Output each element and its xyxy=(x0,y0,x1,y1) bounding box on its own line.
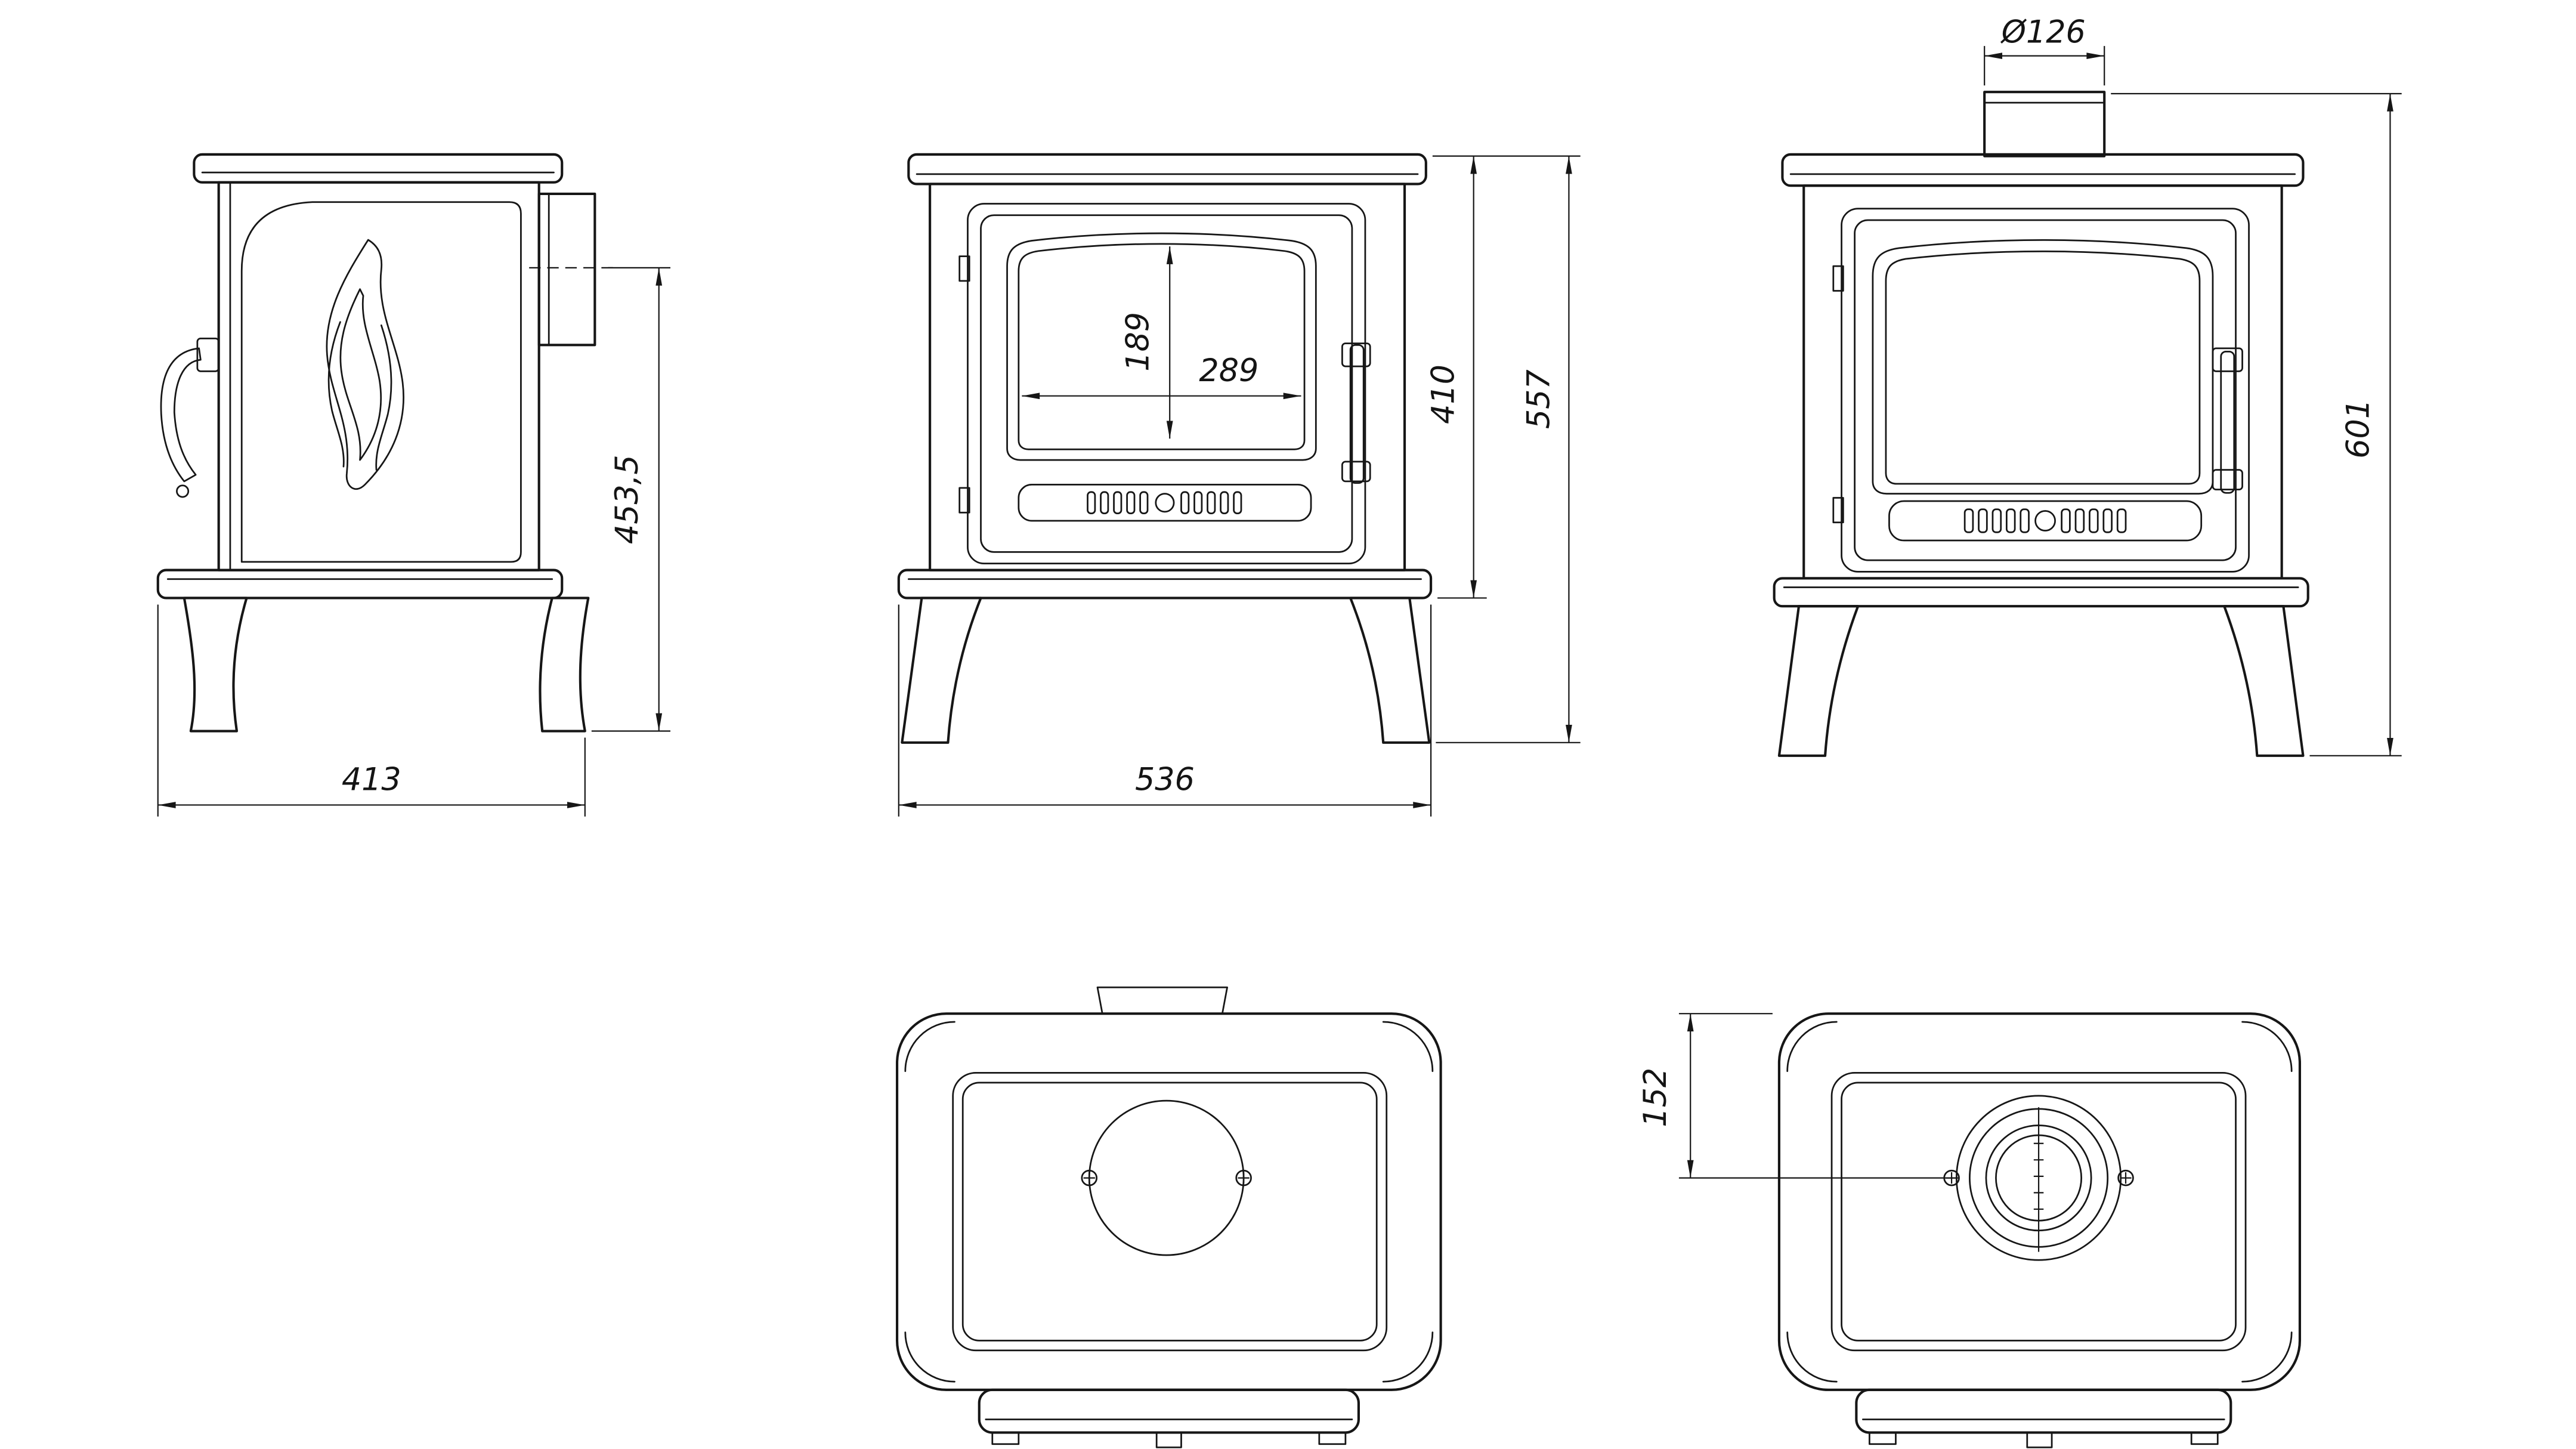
hinge-top xyxy=(1832,265,1844,292)
top-panel-outer xyxy=(952,1071,1388,1352)
hinge-top xyxy=(958,255,970,282)
front-leg xyxy=(183,597,248,733)
top-panel-inner xyxy=(961,1082,1378,1342)
dim-label-152: 152 xyxy=(1637,1068,1674,1127)
door-handle-front xyxy=(2212,347,2243,494)
front-view xyxy=(897,153,1433,744)
top-plate xyxy=(193,153,564,184)
left-leg xyxy=(901,597,982,744)
flue-opening-cover xyxy=(1088,1099,1245,1256)
top-plate-outline xyxy=(1777,1012,2302,1391)
dim-label-189: 189 xyxy=(1120,312,1156,372)
front-view-dimensions: 189 289 410 557 536 xyxy=(898,155,1581,817)
door-frame-outer xyxy=(1841,208,2250,573)
dim-label-413: 413 xyxy=(342,762,401,798)
hinge-bottom xyxy=(1832,497,1844,524)
dim-label-flue-diameter: Ø126 xyxy=(2000,14,2086,51)
left-leg xyxy=(1777,605,1860,757)
dim-label-601: 601 xyxy=(2340,399,2377,459)
corner-leg-top xyxy=(1382,1331,1434,1383)
stove-body-front xyxy=(1802,184,2283,580)
door-frame-outer xyxy=(967,203,1366,564)
front-apron xyxy=(978,1388,1360,1434)
foot xyxy=(1869,1432,1897,1445)
door-frame-inner xyxy=(980,214,1353,553)
rear-flue-stub xyxy=(1096,986,1228,1015)
corner-leg-top xyxy=(1382,1021,1434,1072)
flue-collar xyxy=(529,192,615,347)
top-plate xyxy=(1781,153,2305,187)
corner-leg-top xyxy=(1786,1331,1838,1383)
dim-label-557: 557 xyxy=(1520,369,1557,429)
cover-screw-right xyxy=(2117,1169,2134,1187)
foot xyxy=(2190,1432,2219,1445)
dim-label-289: 289 xyxy=(1199,353,1258,389)
center-tab xyxy=(2026,1432,2053,1448)
base-plate-side xyxy=(156,569,564,600)
cover-screw-right xyxy=(1235,1169,1252,1187)
top-panel-inner xyxy=(1841,1082,2237,1342)
corner-leg-top xyxy=(2241,1021,2293,1072)
cover-screw-left xyxy=(1081,1169,1098,1187)
side-view-dimensions: 453,5 413 xyxy=(157,267,671,817)
front-apron xyxy=(1855,1388,2232,1434)
side-panel xyxy=(240,201,522,563)
glass-window-outer xyxy=(1872,239,2214,495)
air-control-knob xyxy=(1155,493,1175,513)
right-leg xyxy=(2223,605,2305,757)
top-view-flue xyxy=(1777,1012,2302,1448)
flue-adapter-rings xyxy=(1955,1095,2122,1261)
dim-label-536: 536 xyxy=(1135,762,1195,798)
door-handle-side xyxy=(160,337,220,498)
corner-leg-top xyxy=(1786,1021,1838,1072)
glass-window-outer xyxy=(1006,232,1317,461)
right-leg xyxy=(1349,597,1431,744)
base-plate-front xyxy=(897,569,1433,600)
flame-ornament xyxy=(326,239,404,490)
top-view-plain xyxy=(895,986,1442,1448)
glass-window-inner xyxy=(1018,243,1306,450)
front-view-with-flue xyxy=(1773,91,2309,757)
base-plate-front xyxy=(1773,577,2309,608)
foot xyxy=(991,1432,1020,1445)
flue-marking xyxy=(2033,1142,2044,1210)
flue-view-dimensions: Ø126 601 xyxy=(1984,14,2402,756)
foot xyxy=(1318,1432,1347,1445)
hinge-bottom xyxy=(958,487,970,514)
rear-leg xyxy=(539,597,590,733)
corner-leg-top xyxy=(904,1331,955,1383)
glass-window-inner xyxy=(1885,251,2201,485)
air-grille xyxy=(1018,484,1312,522)
air-grille xyxy=(1888,500,2203,542)
dim-label-410: 410 xyxy=(1425,364,1462,424)
air-control-knob xyxy=(2034,510,2056,532)
top-view-dimensions: 152 xyxy=(1637,1013,1959,1179)
top-plate-outline xyxy=(895,1012,1442,1391)
door-frame-inner xyxy=(1854,219,2237,561)
center-tab xyxy=(1155,1432,1182,1448)
top-panel-outer xyxy=(1830,1071,2247,1352)
chimney-pipe xyxy=(1983,91,2106,157)
top-plate xyxy=(907,153,1427,186)
dim-label-453-5: 453,5 xyxy=(609,455,645,544)
corner-leg-top xyxy=(2241,1331,2293,1383)
corner-leg-top xyxy=(904,1021,955,1072)
door-handle-front xyxy=(1341,342,1371,484)
side-view xyxy=(156,153,615,733)
